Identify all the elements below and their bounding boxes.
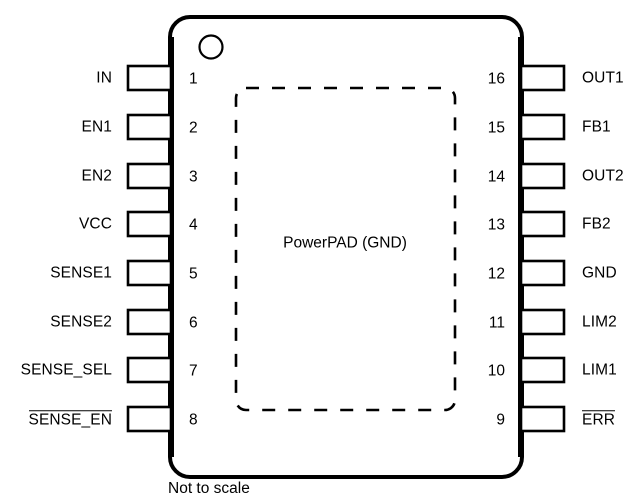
not-to-scale-note: Not to scale (168, 480, 250, 497)
pin-label-text: LIM1 (582, 361, 617, 379)
pin-lead-8 (126, 405, 173, 433)
pin-label-lim1: LIM1 (582, 362, 617, 378)
pin-label-sense1: SENSE1 (0, 265, 112, 281)
pin-lead-9 (519, 405, 566, 433)
pin-number-15: 15 (487, 119, 505, 137)
pin-label-text-overlined: SENSE_EN (28, 410, 112, 429)
pin-lead-16 (519, 64, 566, 92)
pin-label-lim2: LIM2 (582, 314, 617, 330)
pin-label-text: EN2 (81, 167, 112, 185)
pin-label-fb2: FB2 (582, 216, 611, 232)
pin-label-en1: EN1 (0, 119, 112, 135)
pin-label-gnd: GND (582, 265, 617, 281)
pin-label-sense-en: SENSE_EN (0, 410, 112, 428)
pin-label-out1: OUT1 (582, 70, 624, 86)
pin-number-7: 7 (189, 362, 198, 380)
pin-lead-11 (519, 308, 566, 336)
pin-number-8: 8 (189, 411, 198, 429)
pin-number-1: 1 (189, 70, 198, 88)
pin-lead-14 (519, 162, 566, 190)
pin-lead-2 (126, 113, 173, 141)
pin-label-err: ERR (582, 410, 616, 429)
pin-label-text: FB2 (582, 215, 611, 233)
pin-label-out2: OUT2 (582, 168, 624, 184)
pin-label-fb1: FB1 (582, 119, 611, 135)
pin-number-2: 2 (189, 119, 198, 137)
pin-label-sense-sel: SENSE_SEL (0, 362, 112, 378)
pin-lead-1 (126, 64, 173, 92)
pin-number-4: 4 (189, 216, 198, 234)
pin-lead-15 (519, 113, 566, 141)
pin-number-10: 10 (487, 362, 505, 380)
right-pin-leads (519, 64, 566, 433)
pin-number-13: 13 (487, 216, 505, 234)
pin-number-11: 11 (488, 314, 505, 332)
pin-label-text: SENSE_SEL (20, 361, 112, 379)
pin-label-text: LIM2 (582, 313, 617, 331)
pin-label-text: GND (582, 264, 617, 282)
pin-number-5: 5 (189, 265, 198, 283)
pin-number-16: 16 (487, 70, 505, 88)
powerpad-label: PowerPAD (GND) (283, 234, 407, 252)
pin-label-text: SENSE2 (50, 313, 112, 331)
pin-number-3: 3 (189, 168, 198, 186)
pin-lead-13 (519, 210, 566, 238)
pin-label-text: IN (96, 69, 112, 87)
pin-lead-7 (126, 356, 173, 384)
pin-number-14: 14 (487, 168, 505, 186)
pin-number-12: 12 (487, 265, 505, 283)
pin-label-text: VCC (78, 215, 112, 233)
pin-1-dot-icon (198, 34, 224, 60)
pin-label-text-overlined: ERR (582, 410, 616, 429)
pin-label-text: OUT1 (582, 69, 624, 87)
pin-lead-4 (126, 210, 173, 238)
pin-lead-6 (126, 308, 173, 336)
pin-number-6: 6 (189, 314, 198, 332)
pin-label-text: SENSE1 (50, 264, 112, 282)
pin-lead-10 (519, 356, 566, 384)
pin-label-text: FB1 (582, 118, 611, 136)
pin-label-in: IN (0, 70, 112, 86)
pin-label-text: EN1 (81, 118, 112, 136)
pin-label-vcc: VCC (0, 216, 112, 232)
pin-lead-3 (126, 162, 173, 190)
pin-lead-12 (519, 259, 566, 287)
pin-number-9: 9 (496, 411, 505, 429)
pin-label-text: OUT2 (582, 167, 624, 185)
powerpad-dashed-rect (234, 86, 457, 412)
pin-label-sense2: SENSE2 (0, 314, 112, 330)
left-pin-leads (126, 64, 173, 433)
pin-lead-5 (126, 259, 173, 287)
pin-label-en2: EN2 (0, 168, 112, 184)
